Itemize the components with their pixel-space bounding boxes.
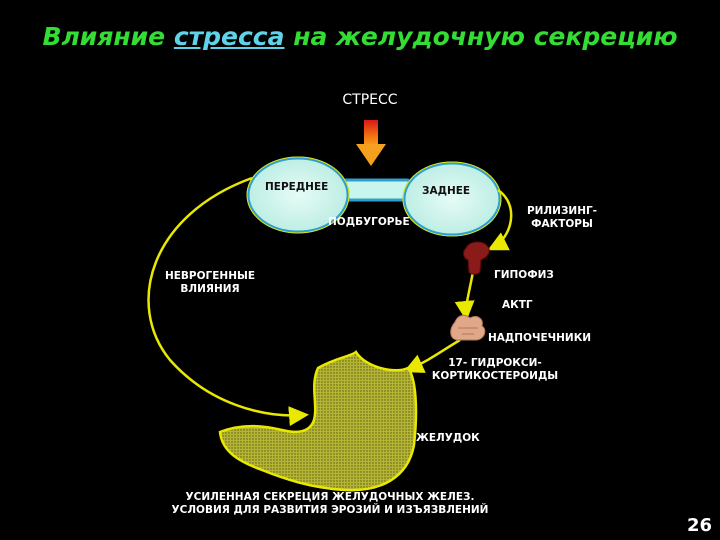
corticosteroids-line-2: КОРТИКОСТЕРОИДЫ	[431, 370, 559, 382]
pituitary-label: ГИПОФИЗ	[494, 269, 554, 281]
corticosteroids-label: 17- ГИДРОКСИ- КОРТИКОСТЕРОИДЫ	[420, 357, 570, 383]
title-stress-link[interactable]: стресса	[173, 22, 285, 51]
releasing-factors-line-1: РИЛИЗИНГ-	[526, 205, 598, 217]
title-text-end: на желудочную секрецию	[284, 22, 678, 51]
releasing-factors-label: РИЛИЗИНГ- ФАКТОРЫ	[512, 205, 612, 231]
neurogenic-label: НЕВРОГЕННЫЕ ВЛИЯНИЯ	[155, 270, 265, 296]
releasing-factors-arrow	[487, 188, 513, 251]
stomach-shape	[218, 350, 418, 492]
neurogenic-line-1: НЕВРОГЕННЫЕ	[164, 270, 256, 282]
hypothalamus-label: ПОДБУГОРЬЕ	[328, 216, 410, 228]
corticosteroids-arrow	[403, 338, 461, 373]
posterior-node-outline	[402, 161, 502, 237]
page-number: 26	[686, 515, 712, 536]
result-label: УСИЛЕННАЯ СЕКРЕЦИЯ ЖЕЛУДОЧНЫХ ЖЕЛЕЗ. УСЛ…	[130, 491, 530, 517]
neurogenic-line-2: ВЛИЯНИЯ	[180, 283, 240, 295]
adrenal-gland-texture	[458, 327, 478, 335]
pituitary-icon	[463, 241, 490, 275]
neurogenic-arrow	[147, 176, 309, 427]
actg-label: АКТГ	[502, 299, 533, 311]
corticosteroids-line-1: 17- ГИДРОКСИ-	[448, 357, 542, 369]
slide-title: Влияние стресса на желудочную секрецию	[0, 22, 720, 51]
result-line-1: УСИЛЕННАЯ СЕКРЕЦИЯ ЖЕЛУДОЧНЫХ ЖЕЛЕЗ.	[185, 491, 475, 503]
anterior-node-outline	[246, 156, 350, 234]
stress-label: СТРЕСС	[342, 92, 398, 108]
posterior-label: ЗАДНЕЕ	[422, 185, 471, 197]
anterior-hypothalamus-node	[246, 156, 350, 234]
posterior-hypothalamus-node	[402, 161, 502, 237]
stomach-label: ЖЕЛУДОК	[416, 432, 480, 444]
adrenals-label: НАДПОЧЕЧНИКИ	[488, 332, 592, 344]
releasing-factors-line-2: ФАКТОРЫ	[531, 218, 593, 230]
stress-arrow	[356, 120, 386, 166]
anterior-label: ПЕРЕДНЕЕ	[265, 181, 329, 193]
result-line-2: УСЛОВИЯ ДЛЯ РАЗВИТИЯ ЭРОЗИЙ И ИЗЪЯЗВЛЕНИ…	[171, 504, 489, 516]
title-text-start: Влияние	[42, 22, 174, 51]
